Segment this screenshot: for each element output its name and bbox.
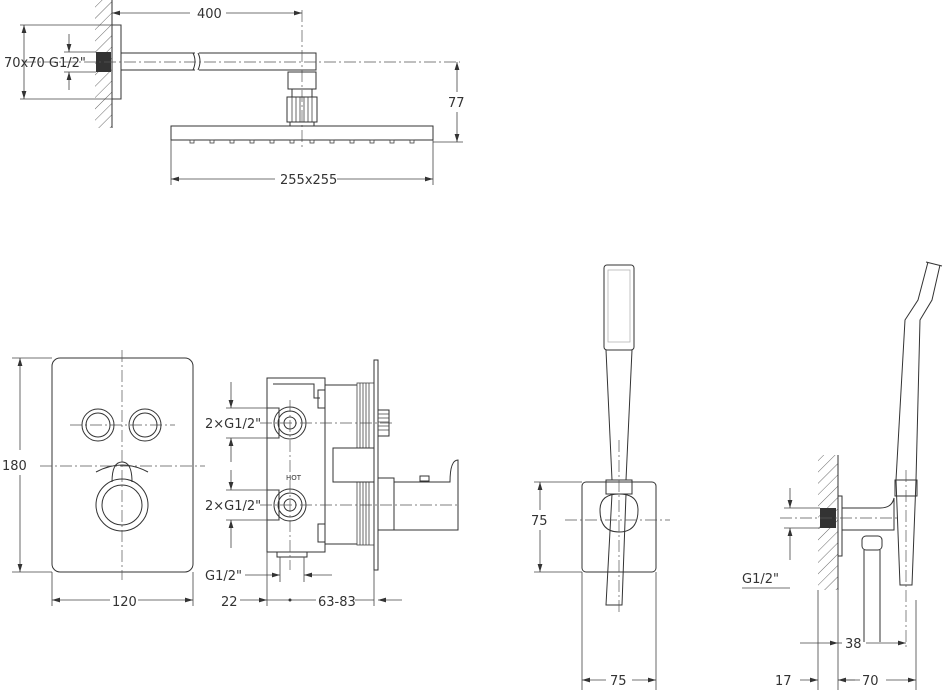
mounting-threads bbox=[356, 382, 375, 546]
push-button-2 bbox=[128, 408, 162, 442]
wall-plate-profile bbox=[373, 359, 379, 571]
dim-wall-depth: 17 bbox=[775, 674, 792, 689]
thermostat-knob bbox=[95, 478, 149, 532]
hot-label: HOT bbox=[286, 474, 302, 482]
push-button-1 bbox=[81, 408, 115, 442]
dim-head-size: 255x255 bbox=[280, 173, 337, 188]
dim-plate-height: 180 bbox=[2, 459, 27, 474]
dim-total-projection: 70 bbox=[862, 674, 879, 689]
knob-profile bbox=[394, 459, 459, 531]
nozzles bbox=[189, 139, 415, 144]
dim-projection: 38 bbox=[845, 637, 862, 652]
hand-shower-front-view: 75 75 bbox=[531, 264, 670, 690]
cartridge bbox=[332, 447, 375, 483]
dim-depth-min: 22 bbox=[221, 595, 238, 610]
mixer-faceplate bbox=[51, 357, 194, 573]
mixer-front-view: 180 120 bbox=[2, 350, 205, 610]
dim-depth-range: 63-83 bbox=[318, 595, 356, 610]
dim-holder-width: 75 bbox=[610, 674, 627, 689]
dim-flange-thread: 70x70 G1/2" bbox=[4, 56, 86, 71]
hand-shower-side-head bbox=[925, 261, 943, 267]
dim-height: 77 bbox=[448, 96, 465, 111]
dim-holder-height: 75 bbox=[531, 514, 548, 529]
hand-shower-head bbox=[603, 264, 635, 351]
dim-inlet-bottom: 2×G1/2" bbox=[205, 499, 261, 514]
dim-arm-length: 400 bbox=[197, 7, 222, 22]
valve-body bbox=[266, 377, 326, 553]
outlet-port bbox=[276, 551, 308, 558]
dim-side-outlet: G1/2" bbox=[742, 572, 779, 587]
mixer-side-view: HOT 2×G1/2" 2×G1/2" G1/2" 22 bbox=[205, 359, 460, 610]
rain-shower-head bbox=[170, 125, 434, 141]
hand-shower-side-view: G1/2" 38 17 70 bbox=[742, 261, 943, 690]
thread-connector bbox=[96, 52, 111, 72]
overhead-shower-view: 400 70x70 G1/2" 77 255x255 bbox=[4, 0, 465, 188]
dim-outlet: G1/2" bbox=[205, 569, 242, 584]
hose bbox=[863, 550, 881, 642]
outlet-elbow bbox=[842, 497, 895, 531]
dim-plate-width: 120 bbox=[112, 595, 137, 610]
dim-inlet-top: 2×G1/2" bbox=[205, 417, 261, 432]
button-stem bbox=[377, 409, 390, 437]
